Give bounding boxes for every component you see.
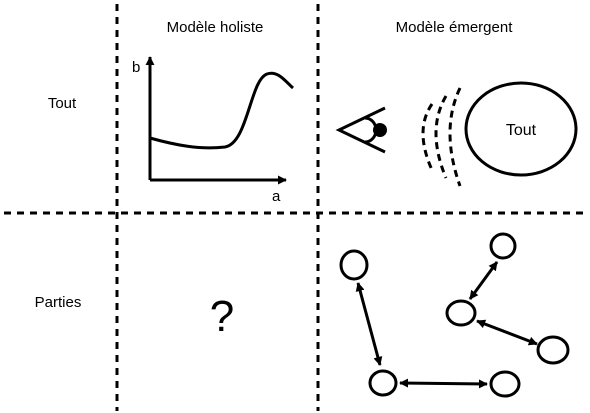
interaction-arrow xyxy=(355,282,383,366)
holistic-graph: b a xyxy=(132,56,295,205)
interaction-arrow xyxy=(399,378,488,389)
eye-icon xyxy=(335,106,387,154)
graph-curve xyxy=(149,71,295,150)
column-header-emergent: Modèle émergent xyxy=(396,19,514,36)
row-label-parts: Parties xyxy=(35,294,82,311)
whole-ellipse xyxy=(464,81,578,177)
row-label-whole: Tout xyxy=(48,95,77,112)
interaction-arrow xyxy=(468,261,499,300)
part-nodes xyxy=(339,232,570,398)
part-node xyxy=(489,232,517,260)
part-node xyxy=(445,299,477,327)
y-axis-label: b xyxy=(132,59,140,76)
part-node xyxy=(489,370,521,398)
interaction-arrow xyxy=(476,319,538,346)
interaction-arrows xyxy=(355,261,538,389)
x-axis-label: a xyxy=(272,188,281,205)
part-node xyxy=(368,369,398,397)
wave-arcs xyxy=(421,87,462,187)
whole-ellipse-label: Tout xyxy=(506,122,537,139)
column-header-holistic: Modèle holiste xyxy=(167,19,264,36)
part-node xyxy=(536,335,570,365)
unknown-mark: ? xyxy=(210,292,234,341)
part-node xyxy=(339,249,369,281)
